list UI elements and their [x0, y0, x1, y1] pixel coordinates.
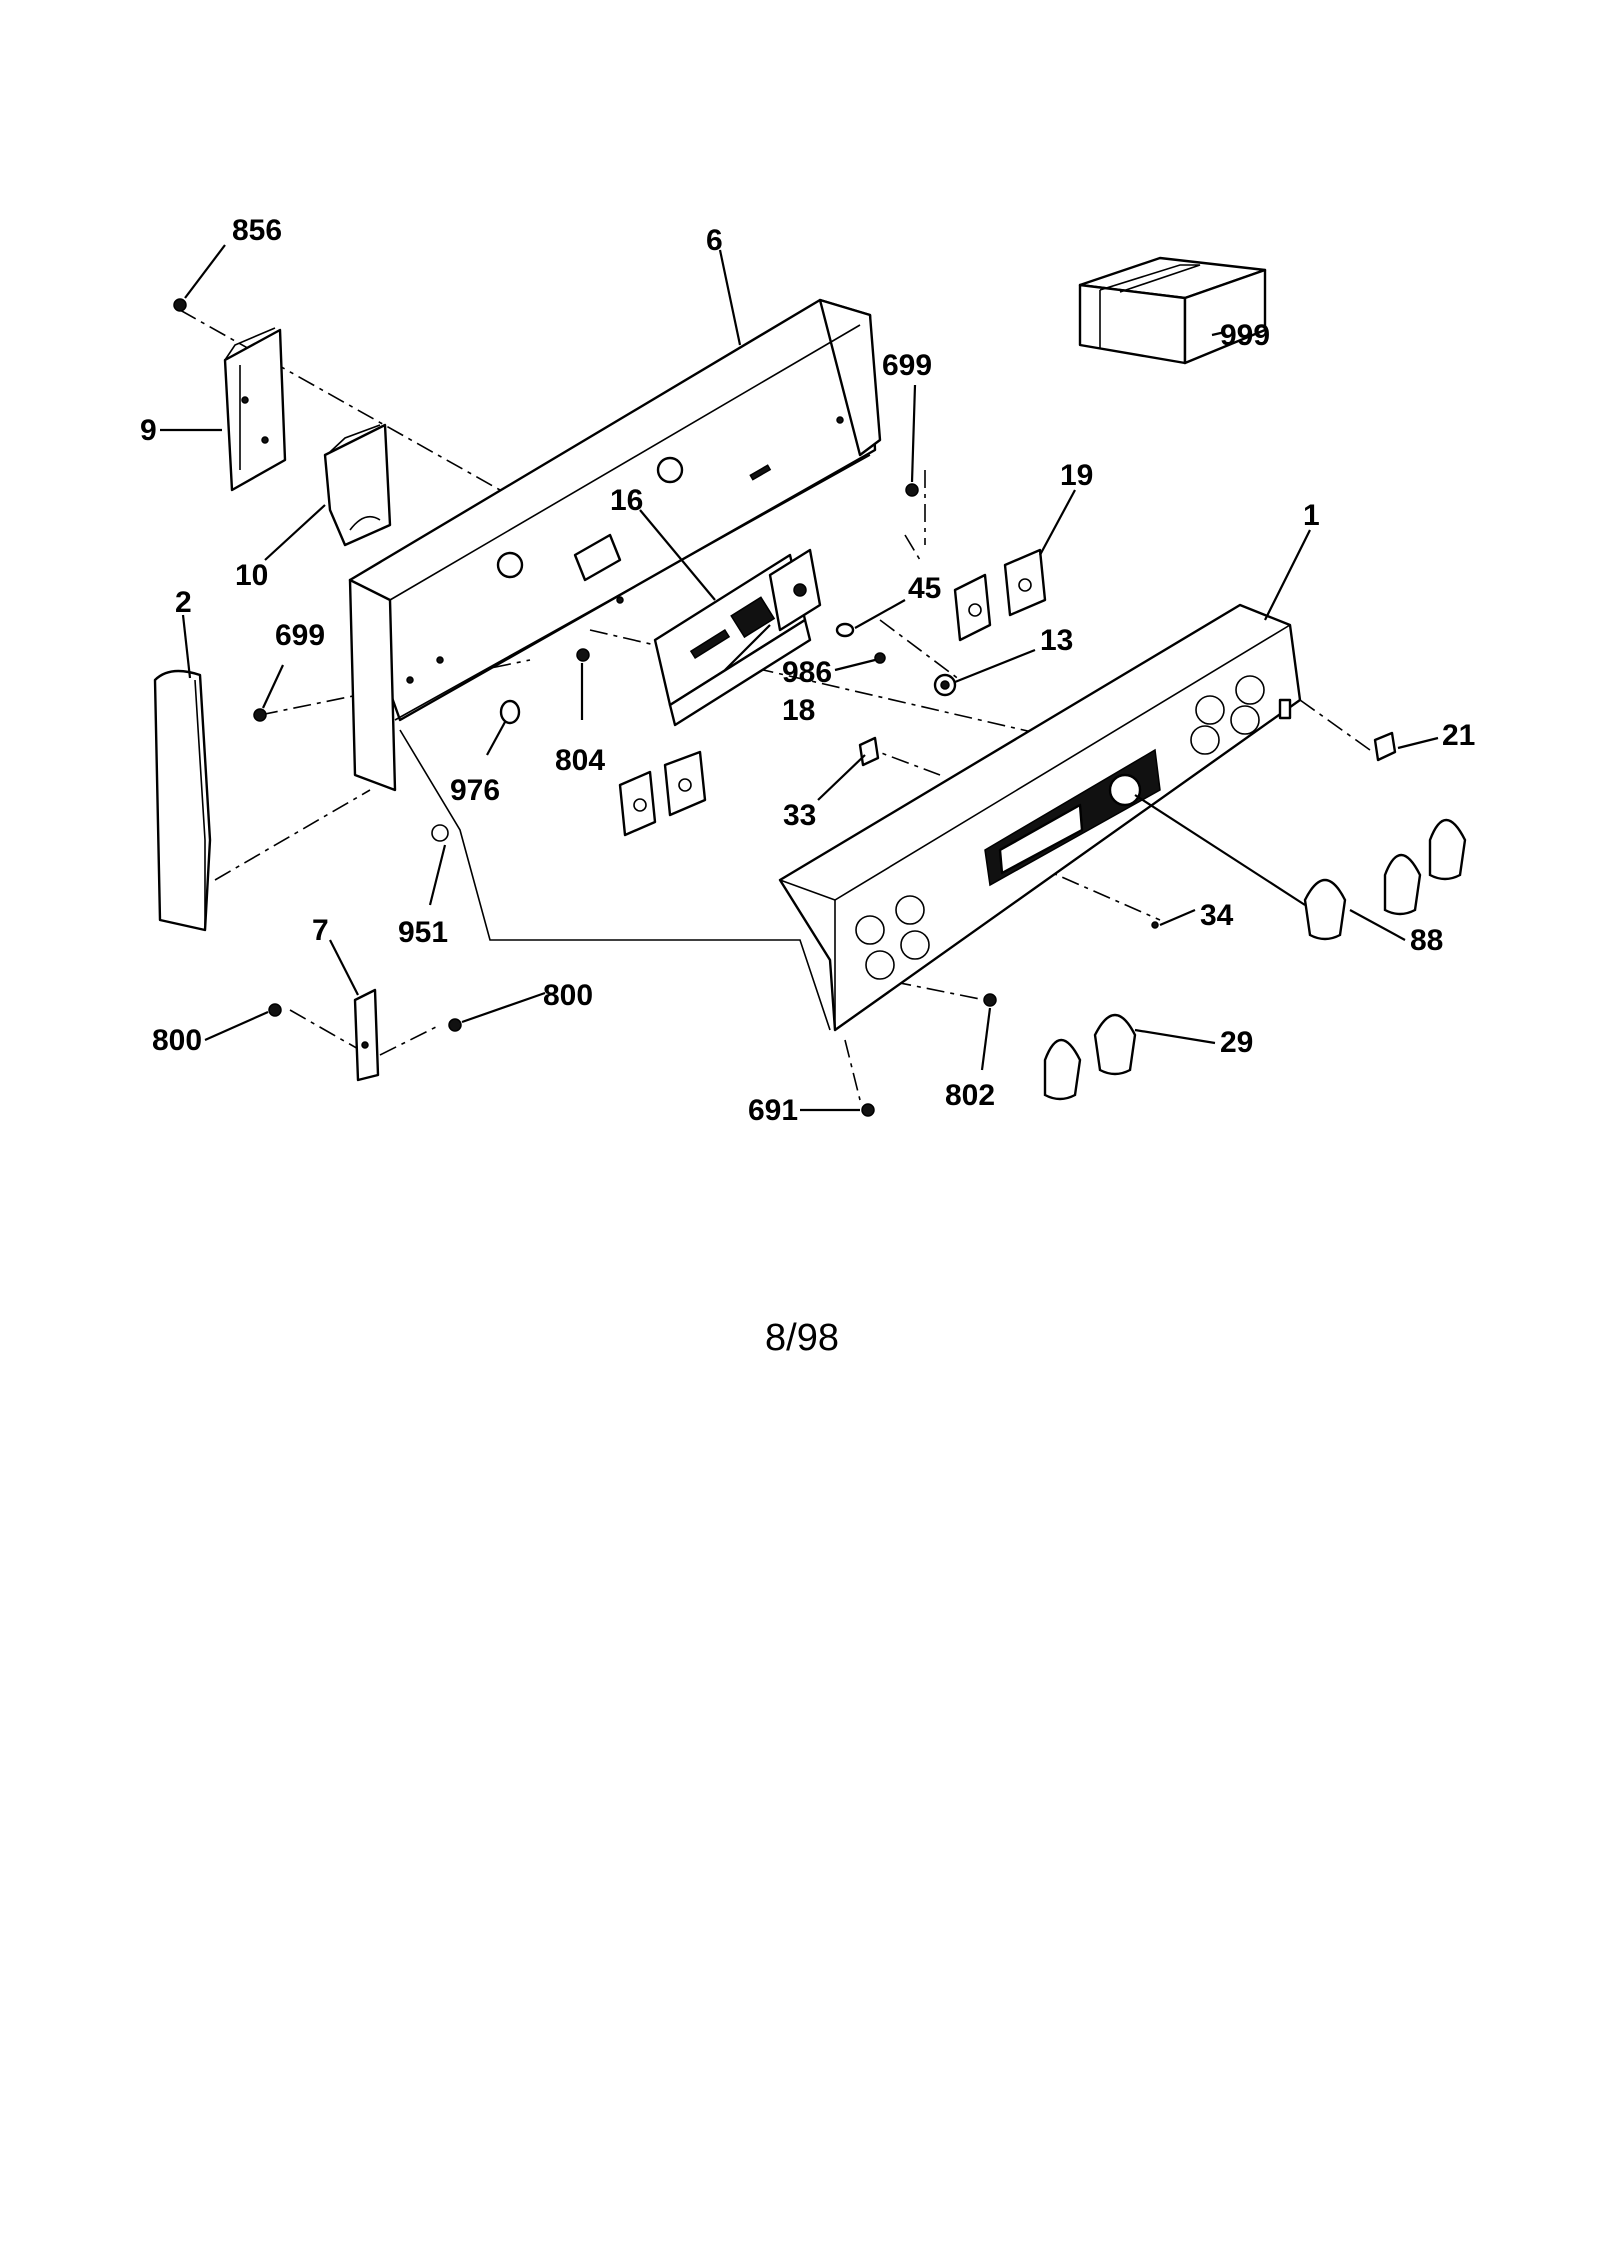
lower-switches [618, 750, 707, 837]
callout-951: 951 [398, 916, 448, 949]
callout-45: 45 [908, 572, 941, 605]
revision-date: 8/98 [765, 1317, 839, 1359]
callout-6: 6 [706, 224, 723, 257]
callout-10: 10 [235, 559, 268, 592]
callout-88: 88 [1410, 924, 1443, 957]
part-6-backguard [348, 298, 882, 792]
part-16-control-board [653, 548, 822, 727]
callout-7: 7 [312, 914, 329, 947]
part-10-bracket [323, 423, 392, 547]
callout-13: 13 [1040, 624, 1073, 657]
callout-976: 976 [450, 774, 500, 807]
small-parts-45-986-13 [835, 622, 957, 697]
callout-34: 34 [1200, 899, 1234, 932]
callout-802: 802 [945, 1079, 995, 1112]
small-parts-33-21 [858, 731, 1397, 767]
callout-19: 19 [1060, 459, 1093, 492]
callout-699-left: 699 [275, 619, 325, 652]
callout-999: 999 [1220, 319, 1270, 352]
knobs [1043, 819, 1467, 1101]
callout-21: 21 [1442, 719, 1475, 752]
part-19-switches [953, 548, 1047, 642]
callout-986: 986 [782, 656, 832, 689]
callout-18: 18 [782, 694, 815, 727]
part-7-and-fasteners [173, 298, 1159, 1117]
part-2-side-trim [153, 669, 212, 932]
part-1-control-panel [778, 603, 1302, 1032]
leader-lines [160, 244, 1439, 1112]
callout-16: 16 [610, 484, 643, 517]
part-9-bracket [223, 327, 287, 492]
part-999-carton [1078, 256, 1267, 365]
callout-29: 29 [1220, 1026, 1253, 1059]
callout-800-right: 800 [543, 979, 593, 1012]
part-callouts: 856 6 999 699 9 10 16 19 1 2 699 45 13 9… [140, 214, 1475, 1127]
callout-2: 2 [175, 586, 192, 619]
callout-804: 804 [555, 744, 605, 777]
callout-856: 856 [232, 214, 282, 247]
callout-699-top: 699 [882, 349, 932, 382]
callout-9: 9 [140, 414, 157, 447]
callout-33: 33 [783, 799, 816, 832]
callout-800-left: 800 [152, 1024, 202, 1057]
callout-1: 1 [1303, 499, 1320, 532]
callout-691: 691 [748, 1094, 798, 1127]
